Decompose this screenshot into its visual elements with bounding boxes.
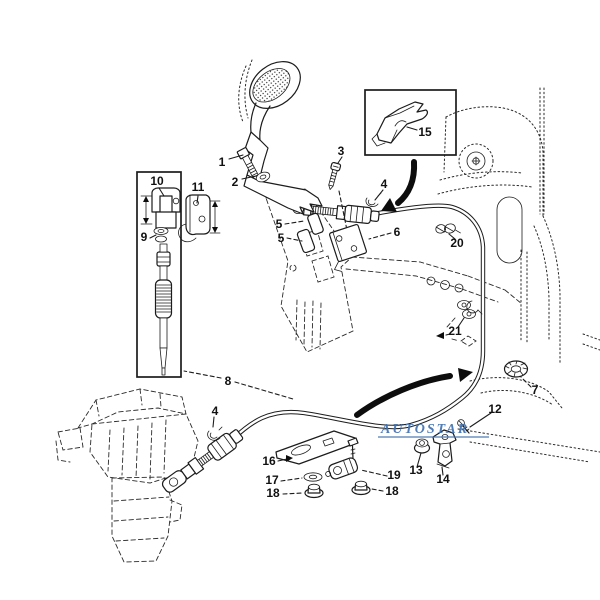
watermark-text: AUTOSTAR bbox=[380, 422, 469, 437]
callout-label-5b: 5 bbox=[278, 231, 285, 245]
lever-assembly bbox=[238, 59, 323, 215]
part-19-clamp bbox=[325, 457, 359, 480]
part-15-clip bbox=[371, 101, 428, 147]
flow-arrow-lower bbox=[354, 368, 473, 418]
callout-label-6: 6 bbox=[394, 225, 401, 239]
leader-lines bbox=[149, 126, 532, 495]
part-2-washer bbox=[255, 171, 271, 183]
inset-box-left bbox=[136, 171, 182, 378]
callout-label-21: 21 bbox=[448, 324, 462, 338]
part-20-clip bbox=[435, 223, 461, 234]
callout-label-20: 20 bbox=[450, 236, 464, 250]
callout-label-18a: 18 bbox=[266, 486, 280, 500]
part-21-retainer bbox=[457, 300, 483, 319]
callout-label-1: 1 bbox=[219, 155, 226, 169]
part-11-bracket bbox=[178, 194, 221, 243]
part-4-clip-lower bbox=[207, 426, 223, 441]
cable-lower-fitting bbox=[161, 429, 244, 493]
part-6-bracket bbox=[329, 224, 367, 272]
callout-label-11: 11 bbox=[192, 180, 205, 194]
part-12-screw bbox=[457, 419, 470, 434]
callout-label-17: 17 bbox=[265, 473, 279, 487]
callout-label-2: 2 bbox=[232, 175, 239, 189]
part-18-nut-right bbox=[351, 480, 371, 496]
callout-label-18b: 18 bbox=[385, 484, 399, 498]
callout-label-16: 16 bbox=[262, 454, 276, 468]
callout-labels: 1 2 3 4 4 5 5 6 7 8 9 10 11 12 13 14 15 … bbox=[141, 125, 539, 500]
watermark: AUTOSTAR bbox=[378, 422, 489, 438]
callout-label-5a: 5 bbox=[276, 217, 283, 231]
callout-label-10: 10 bbox=[150, 174, 164, 188]
callout-label-4a: 4 bbox=[381, 177, 388, 191]
callout-label-9: 9 bbox=[141, 230, 148, 244]
part-5-pads bbox=[296, 212, 324, 254]
callout-label-7: 7 bbox=[532, 383, 539, 397]
part-17-washer bbox=[303, 472, 323, 482]
callout-label-13: 13 bbox=[409, 463, 423, 477]
callout-label-19: 19 bbox=[387, 468, 401, 482]
part-16-plate bbox=[275, 430, 359, 465]
callout-label-8: 8 bbox=[225, 374, 232, 388]
callout-label-15: 15 bbox=[418, 125, 432, 139]
part-13-nut bbox=[413, 438, 431, 454]
part-10-clevis-rod bbox=[140, 187, 181, 376]
part-9-washer-nut bbox=[153, 227, 169, 243]
inset-box-15 bbox=[364, 89, 457, 156]
callout-label-12: 12 bbox=[488, 402, 502, 416]
part-18-nut-left bbox=[304, 483, 324, 499]
part-7-grommet bbox=[503, 360, 529, 378]
callout-label-14: 14 bbox=[436, 472, 450, 486]
throttle-cable bbox=[231, 203, 486, 441]
phantom-frame bbox=[437, 87, 600, 463]
callout-label-3: 3 bbox=[338, 144, 345, 158]
part-14-bracket bbox=[432, 429, 457, 469]
flow-arrow-upper bbox=[381, 159, 418, 212]
callout-label-4b: 4 bbox=[212, 404, 219, 418]
